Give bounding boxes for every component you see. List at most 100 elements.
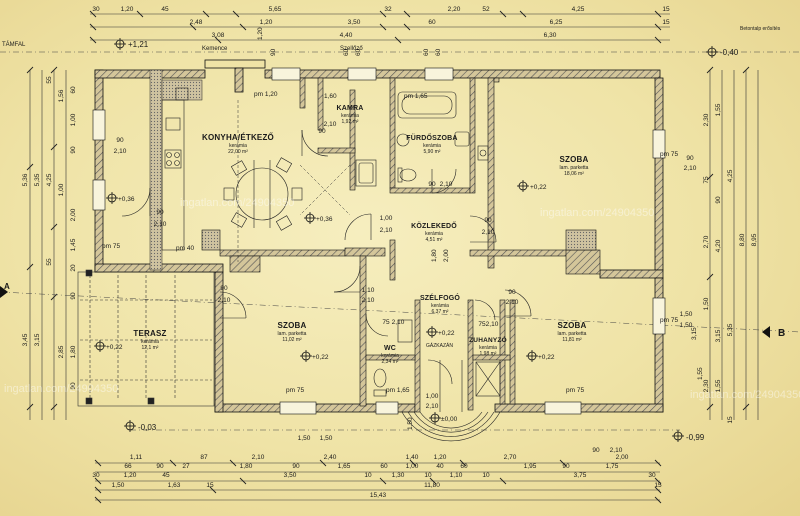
svg-text:90: 90 xyxy=(686,155,694,162)
svg-text:55: 55 xyxy=(46,76,53,84)
svg-text:1,55: 1,55 xyxy=(697,367,704,380)
svg-text:1,20: 1,20 xyxy=(260,19,273,26)
svg-text:90: 90 xyxy=(484,217,492,224)
svg-text:2,20: 2,20 xyxy=(448,6,461,13)
dimension-lines xyxy=(29,13,759,501)
grid-axis-lines xyxy=(0,51,800,431)
kitchen-counter-left xyxy=(149,69,163,271)
svg-text:±0,00: ±0,00 xyxy=(441,416,458,423)
svg-text:pm 75: pm 75 xyxy=(660,317,678,324)
svg-text:SZOBA: SZOBA xyxy=(558,321,587,330)
kemence-block xyxy=(161,79,203,101)
room-labels: KONYHA/ÉTKEZŐ kerámia 22,00 m² KAMRA ker… xyxy=(133,105,588,365)
svg-text:60: 60 xyxy=(423,48,430,56)
svg-text:1,45: 1,45 xyxy=(70,238,77,251)
svg-text:1,10: 1,10 xyxy=(362,287,375,294)
svg-text:1,00: 1,00 xyxy=(70,113,77,126)
svg-text:90: 90 xyxy=(220,285,228,292)
svg-text:ingatlan.com/24904350: ingatlan.com/24904350 xyxy=(180,197,294,209)
svg-text:kerámia: kerámia xyxy=(423,143,441,149)
svg-text:kerámia: kerámia xyxy=(141,339,159,345)
svg-text:ingatlan.com/24904350: ingatlan.com/24904350 xyxy=(4,383,118,395)
svg-text:1,98 m²: 1,98 m² xyxy=(480,351,497,357)
svg-text:2,00: 2,00 xyxy=(443,249,450,262)
svg-text:90: 90 xyxy=(70,146,77,154)
svg-text:3,45: 3,45 xyxy=(22,333,29,346)
svg-text:1,63: 1,63 xyxy=(168,482,181,489)
svg-text:+0,22: +0,22 xyxy=(538,354,555,361)
level-labels: +1,21 -0,40 +0,36 +0,36 +0,22 +0,22 +0,2… xyxy=(106,40,739,442)
svg-text:1,50: 1,50 xyxy=(112,482,125,489)
svg-text:1,00: 1,00 xyxy=(426,393,439,400)
room-furdoszoba: FÜRDŐSZOBA kerámia 5,90 m² xyxy=(406,133,457,155)
svg-text:90: 90 xyxy=(562,463,570,470)
svg-text:1,20: 1,20 xyxy=(124,472,137,479)
svg-text:TERASZ: TERASZ xyxy=(133,329,166,338)
bathroom-fixtures xyxy=(355,91,489,187)
left-dimensions: 5,36 5,35 4,25 1,00 90 2,00 1,45 55 3,45… xyxy=(22,76,77,390)
svg-text:SZOBA: SZOBA xyxy=(560,155,589,164)
svg-text:1,40: 1,40 xyxy=(406,454,419,461)
svg-text:1,20: 1,20 xyxy=(121,6,134,13)
svg-text:ingatlan.com/24904350: ingatlan.com/24904350 xyxy=(540,207,654,219)
svg-text:1,80: 1,80 xyxy=(240,463,253,470)
svg-text:2,70: 2,70 xyxy=(504,454,517,461)
svg-text:5,36: 5,36 xyxy=(22,173,29,186)
entrance-steps xyxy=(401,359,501,442)
svg-text:15,43: 15,43 xyxy=(370,492,387,499)
svg-text:2,10: 2,10 xyxy=(684,165,697,172)
svg-text:+0,36: +0,36 xyxy=(316,216,333,223)
svg-text:lam. parketta: lam. parketta xyxy=(558,331,587,337)
top-dimensions: 30 1,20 45 5,65 32 2,20 52 4,25 15 2,48 … xyxy=(92,6,670,39)
svg-text:75: 75 xyxy=(703,176,710,184)
svg-text:52: 52 xyxy=(482,6,490,13)
svg-text:60: 60 xyxy=(435,48,442,56)
gazkazan-label: GÁZKAZÁN xyxy=(426,342,453,349)
svg-text:10: 10 xyxy=(364,472,372,479)
svg-text:2,10: 2,10 xyxy=(380,227,393,234)
svg-text:4,40: 4,40 xyxy=(340,32,353,39)
svg-text:+0,22: +0,22 xyxy=(312,354,329,361)
svg-text:66: 66 xyxy=(124,463,132,470)
svg-text:ZUHANYZÓ: ZUHANYZÓ xyxy=(469,335,507,344)
section-arrow-b xyxy=(762,326,770,338)
svg-text:15: 15 xyxy=(206,482,214,489)
svg-text:90: 90 xyxy=(318,128,326,135)
svg-text:15: 15 xyxy=(662,19,670,26)
svg-text:1,55: 1,55 xyxy=(715,379,722,392)
svg-text:1,50: 1,50 xyxy=(680,322,693,329)
section-a-label: A xyxy=(4,282,10,291)
svg-text:1,11: 1,11 xyxy=(130,454,143,461)
room-zuhanyzo: ZUHANYZÓ kerámia 1,98 m² xyxy=(469,335,507,357)
svg-text:45: 45 xyxy=(161,6,169,13)
svg-text:4,51 m²: 4,51 m² xyxy=(426,237,443,243)
svg-text:pm 1,65: pm 1,65 xyxy=(386,387,410,394)
svg-text:40: 40 xyxy=(436,463,444,470)
svg-text:15: 15 xyxy=(662,6,670,13)
wc-fixtures xyxy=(373,319,501,397)
svg-text:1,80: 1,80 xyxy=(70,345,77,358)
svg-text:2,10: 2,10 xyxy=(610,447,623,454)
svg-text:pm 75: pm 75 xyxy=(102,243,120,250)
svg-text:1,60: 1,60 xyxy=(324,93,337,100)
svg-text:87: 87 xyxy=(200,454,208,461)
svg-text:+1,21: +1,21 xyxy=(128,40,149,49)
room-szoba-ne: SZOBA lam. parketta 18,06 m² xyxy=(560,155,589,177)
room-konyha: KONYHA/ÉTKEZŐ kerámia 22,00 m² xyxy=(202,133,274,155)
svg-text:2,85: 2,85 xyxy=(58,345,65,358)
svg-text:KÖZLEKEDŐ: KÖZLEKEDŐ xyxy=(411,221,457,230)
svg-text:90: 90 xyxy=(428,181,436,188)
room-wc: WC kerámia 2,34 m² xyxy=(381,345,399,365)
room-kamra: KAMRA kerámia 1,92 m² xyxy=(336,105,363,125)
door-swings xyxy=(121,129,532,337)
svg-text:60: 60 xyxy=(460,463,468,470)
svg-text:2,00: 2,00 xyxy=(70,208,77,221)
svg-text:1,00: 1,00 xyxy=(380,215,393,222)
svg-text:2,40: 2,40 xyxy=(324,454,337,461)
betontalp-label: Betontalp erősítés xyxy=(740,26,781,32)
szellozo-label: Szellőző xyxy=(340,46,363,52)
svg-text:90: 90 xyxy=(156,209,164,216)
